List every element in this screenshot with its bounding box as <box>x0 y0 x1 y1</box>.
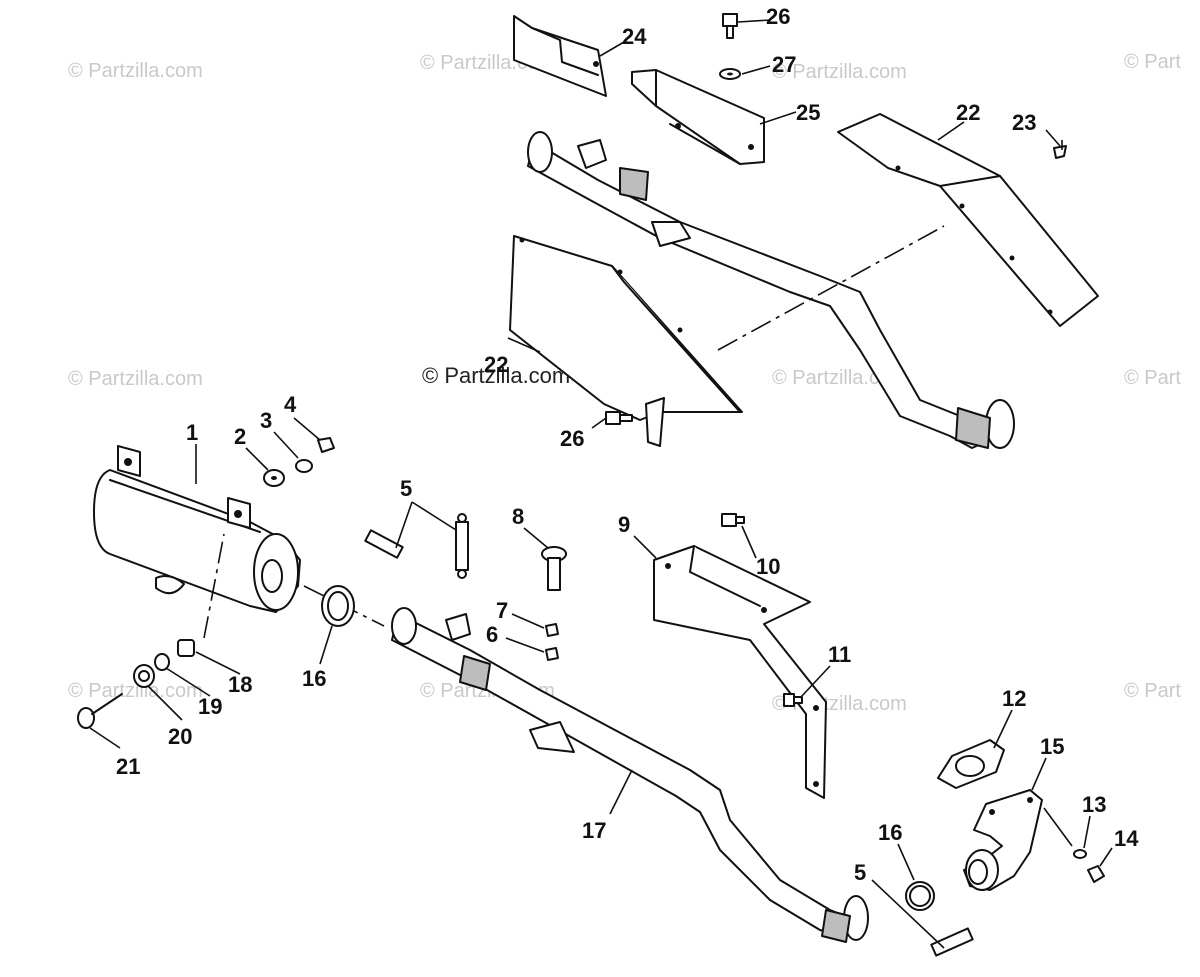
part-5-spring-b <box>455 513 469 579</box>
watermark-top-left: © Partzilla.com <box>68 60 203 82</box>
callout-18: 18 <box>228 672 252 697</box>
callout-23: 23 <box>1012 110 1036 135</box>
part-4-nut <box>317 437 335 453</box>
watermark-top-edge: © Part <box>1124 51 1181 73</box>
alignment-line-flange <box>1043 807 1073 847</box>
part-22-heat-shield-lower <box>509 235 743 447</box>
callout-17: 17 <box>582 818 606 843</box>
part-27-washer <box>719 68 741 80</box>
callout-26-lower: 26 <box>560 426 584 451</box>
part-16-gasket-upper <box>321 585 355 627</box>
part-10-bolt <box>721 513 745 527</box>
callout-25: 25 <box>796 100 820 125</box>
watermark-center: © Partzilla.com <box>422 363 570 388</box>
callout-21: 21 <box>116 754 140 779</box>
part-2-grommet <box>263 469 285 487</box>
callout-7: 7 <box>496 598 508 623</box>
part-9-bracket <box>653 545 827 799</box>
callout-3: 3 <box>260 408 272 433</box>
part-6-nut <box>545 647 559 661</box>
watermark-mid-edge: © Part <box>1124 367 1181 389</box>
callout-1: 1 <box>186 420 198 445</box>
callout-8: 8 <box>512 504 524 529</box>
part-5-spring-a <box>364 529 404 559</box>
alignment-line-muffler <box>203 533 225 639</box>
callout-19: 19 <box>198 694 222 719</box>
part-26-bolt-top <box>722 13 738 39</box>
callout-5-lower: 5 <box>854 860 866 885</box>
callout-22-upper: 22 <box>956 100 980 125</box>
callout-24: 24 <box>622 24 647 49</box>
part-19-grommet <box>154 653 170 671</box>
callout-5-upper: 5 <box>400 476 412 501</box>
leader-lines <box>89 19 1113 949</box>
callout-22-lower: 22 <box>484 352 508 377</box>
part-12-gasket <box>937 739 1005 789</box>
callout-16-upper: 16 <box>302 666 326 691</box>
callout-10: 10 <box>756 554 780 579</box>
watermark-top-right: © Partzilla.com <box>772 61 907 83</box>
callout-11: 11 <box>828 642 851 667</box>
alignment-line-upper <box>717 225 945 351</box>
part-23-screw <box>1053 140 1067 159</box>
upper-exhaust-pipe <box>527 131 1015 449</box>
callout-9: 9 <box>618 512 630 537</box>
part-21-bolt <box>77 693 123 729</box>
part-14-nut <box>1087 865 1105 883</box>
part-22-heat-shield-upper <box>837 113 1099 327</box>
callout-13: 13 <box>1082 792 1106 817</box>
callout-27: 27 <box>772 52 796 77</box>
part-11-bolt <box>783 693 803 707</box>
part-15-elbow <box>963 789 1043 891</box>
part-8-mount <box>541 546 567 591</box>
watermark-low-edge: © Part <box>1124 680 1181 702</box>
callouts: 24 26 27 25 22 23 22 26 1 2 3 4 5 16 8 7… <box>116 4 1139 885</box>
callout-12: 12 <box>1002 686 1026 711</box>
part-24-bracket <box>513 15 607 97</box>
part-17-exhaust-pipe <box>391 607 869 943</box>
callout-20: 20 <box>168 724 192 749</box>
part-25-bracket <box>631 69 765 165</box>
callout-15: 15 <box>1040 734 1064 759</box>
part-5-spring-c <box>930 927 974 957</box>
part-1-muffler <box>93 445 301 613</box>
watermark-low-left: © Partzilla.com <box>68 680 203 702</box>
callout-16-lower: 16 <box>878 820 902 845</box>
part-20-bushing <box>133 664 155 688</box>
part-16-gasket-lower <box>905 881 935 911</box>
part-13-washer <box>1073 849 1087 859</box>
callout-4: 4 <box>284 392 297 417</box>
callout-26-top: 26 <box>766 4 790 29</box>
watermark-mid-left: © Partzilla.com <box>68 368 203 390</box>
callout-2: 2 <box>234 424 246 449</box>
part-7-nut <box>545 623 559 637</box>
part-18-spacer <box>177 639 195 657</box>
part-3-washer <box>295 459 313 473</box>
callout-6: 6 <box>486 622 498 647</box>
callout-14: 14 <box>1114 826 1139 851</box>
